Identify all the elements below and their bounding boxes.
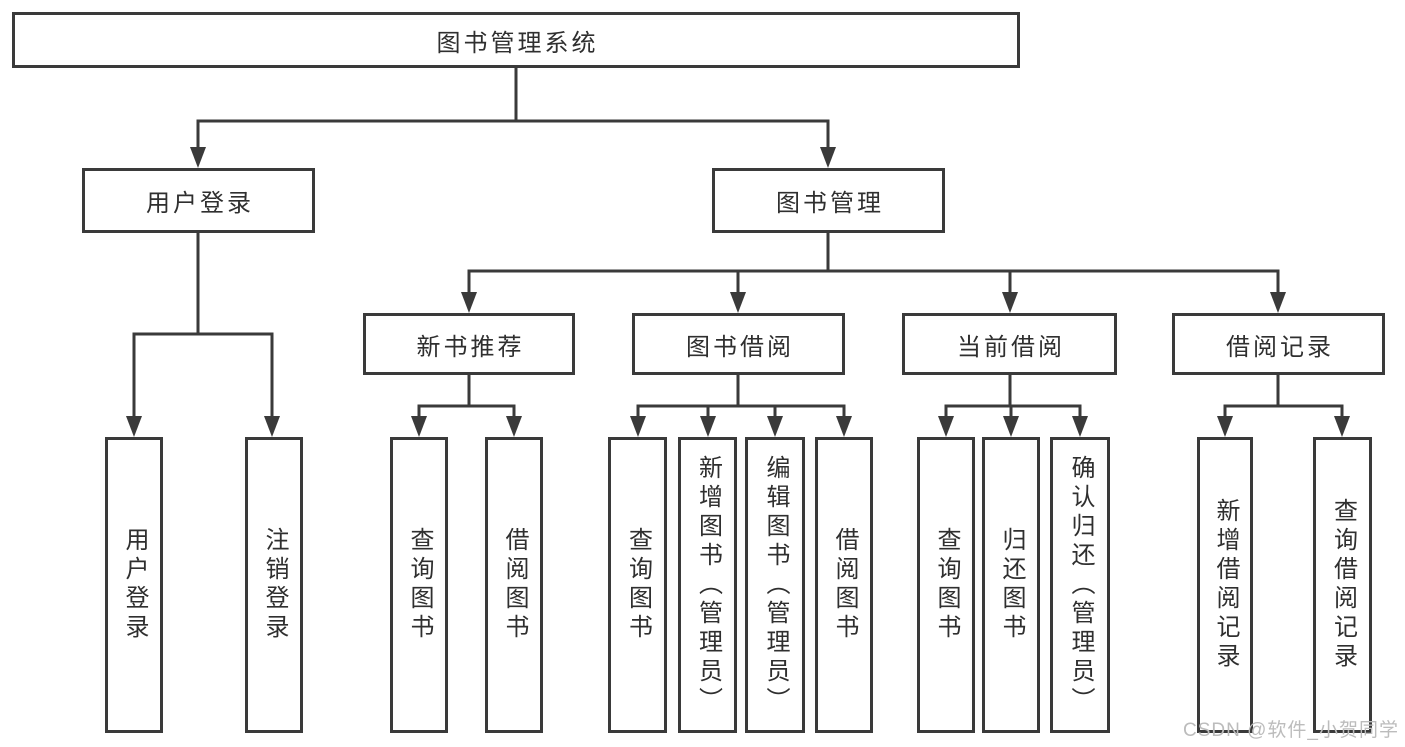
leaf-nb-borrow-books: 借阅图书	[485, 437, 543, 733]
leaf-rc-add-record: 新增借阅记录	[1197, 437, 1253, 733]
leaf-bw-query-books-label: 查询图书	[624, 527, 652, 643]
leaf-user-login-label: 用户登录	[121, 527, 148, 643]
node-borrowing-records: 借阅记录	[1172, 313, 1385, 375]
leaf-nb-query-books-label: 查询图书	[406, 527, 433, 643]
node-book-borrowing-label: 图书借阅	[686, 333, 794, 361]
node-book-management: 图书管理	[712, 168, 945, 233]
leaf-cb-return-books-label: 归还图书	[998, 527, 1025, 643]
node-user-login-label: 用户登录	[146, 190, 254, 217]
node-user-login: 用户登录	[82, 168, 315, 233]
leaf-nb-query-books: 查询图书	[390, 437, 448, 733]
leaf-logout: 注销登录	[245, 437, 303, 733]
node-new-book-recommend: 新书推荐	[363, 313, 575, 375]
leaf-rc-add-record-label: 新增借阅记录	[1212, 498, 1239, 672]
leaf-rc-query-record-label: 查询借阅记录	[1329, 498, 1357, 672]
arrowhead-icons	[126, 147, 1350, 437]
node-book-borrowing: 图书借阅	[632, 313, 845, 375]
node-book-management-label: 图书管理	[776, 190, 884, 217]
leaf-cb-return-books: 归还图书	[982, 437, 1040, 733]
node-current-borrowing: 当前借阅	[902, 313, 1117, 375]
node-new-book-recommend-label: 新书推荐	[416, 333, 525, 361]
leaf-cb-query-books-label: 查询图书	[933, 527, 960, 643]
watermark: CSDN @软件_小贺同学	[1183, 720, 1399, 741]
node-library-management-system-label: 图书管理系统	[436, 29, 599, 57]
leaf-cb-query-books: 查询图书	[917, 437, 975, 733]
leaf-bw-add-books-admin-label: 新增图书（管理员）	[694, 454, 722, 716]
node-current-borrowing-label: 当前借阅	[957, 333, 1065, 361]
node-library-management-system: 图书管理系统	[12, 12, 1020, 68]
leaf-bw-edit-books-admin-label: 编辑图书（管理员）	[762, 454, 789, 716]
leaf-cb-confirm-return-admin: 确认归还（管理员）	[1050, 437, 1110, 733]
leaf-bw-borrow-books: 借阅图书	[815, 437, 873, 733]
leaf-bw-borrow-books-label: 借阅图书	[831, 527, 858, 643]
leaf-cb-confirm-return-admin-label: 确认归还（管理员）	[1067, 454, 1094, 716]
leaf-logout-label: 注销登录	[261, 527, 288, 643]
leaf-bw-add-books-admin: 新增图书（管理员）	[678, 437, 737, 733]
leaf-bw-edit-books-admin: 编辑图书（管理员）	[745, 437, 805, 733]
node-borrowing-records-label: 借阅记录	[1226, 333, 1334, 361]
leaf-nb-borrow-books-label: 借阅图书	[501, 527, 528, 643]
leaf-bw-query-books: 查询图书	[608, 437, 667, 733]
leaf-rc-query-record: 查询借阅记录	[1313, 437, 1372, 733]
leaf-user-login: 用户登录	[105, 437, 163, 733]
